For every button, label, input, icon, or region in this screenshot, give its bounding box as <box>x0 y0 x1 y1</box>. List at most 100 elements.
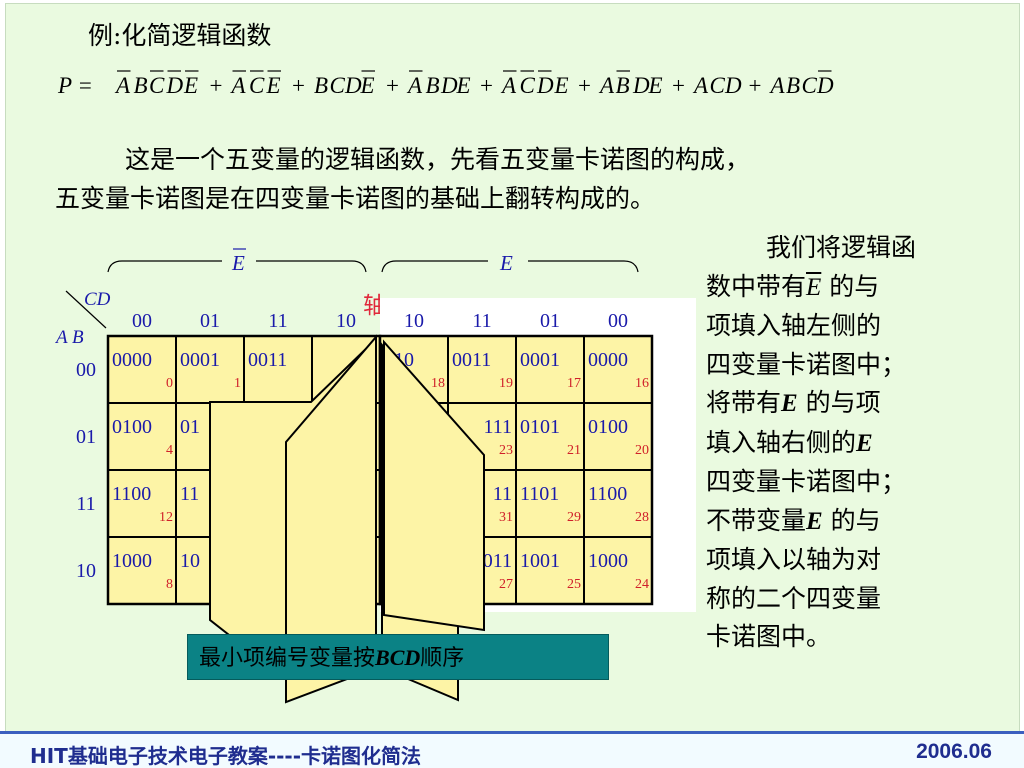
row-header: 11 <box>76 493 95 515</box>
cell-code: 1000 <box>112 550 152 572</box>
intro-line-2: 五变量卡诺图是在四变量卡诺图的基础上翻转构成的。 <box>55 184 656 213</box>
formula-variable: C <box>802 73 818 98</box>
cell-code: 1100 <box>588 483 627 505</box>
column-header: 10 <box>404 310 424 332</box>
cell-code: 0100 <box>112 416 152 438</box>
cell-index: 25 <box>567 577 581 592</box>
formula-variable: A <box>692 73 709 98</box>
formula-variable: C <box>330 73 346 98</box>
formula-variable: B <box>616 73 630 98</box>
explanation-line-6: 填入轴右侧的E <box>706 427 873 457</box>
explanation-line-3: 项填入轴左侧的 <box>706 311 882 340</box>
explanation-text: 我们将逻辑函 数中带有E 的与 项填入轴左侧的 四变量卡诺图中； 将带有E 的与… <box>706 229 968 657</box>
cell-code: 0000 <box>112 349 152 371</box>
formula-plus: + <box>672 73 685 98</box>
formula-plus: + <box>749 73 762 98</box>
formula-variable: E <box>266 73 281 98</box>
formula-variable: D <box>816 73 834 98</box>
formula-plus: + <box>210 73 223 98</box>
e-variable: E <box>781 390 798 417</box>
explanation-line-1: 我们将逻辑函 <box>766 233 917 262</box>
explanation-line-7: 四变量卡诺图中； <box>706 467 907 496</box>
formula-variable: A <box>230 73 247 98</box>
explanation-line-8: 不带变量E 的与 <box>706 505 881 535</box>
cell-index: 21 <box>567 443 581 458</box>
formula-variable: E <box>360 73 375 98</box>
corner-divider <box>65 290 107 329</box>
cell-index: 20 <box>635 443 649 458</box>
cell-code: 0101 <box>520 416 560 438</box>
ab-label: A B <box>54 327 84 348</box>
fold-illustration <box>209 334 485 704</box>
caption-text: 最小项编号变量按BCD顺序 <box>199 645 465 671</box>
cell-index: 0 <box>166 376 173 391</box>
cell-index: 18 <box>431 376 445 391</box>
cell-index: 24 <box>635 577 649 592</box>
cell-index: 16 <box>635 376 649 391</box>
explanation-line-4: 四变量卡诺图中； <box>706 349 907 379</box>
cell-index: 12 <box>159 510 173 525</box>
e-variable: E <box>856 429 873 457</box>
cell-code: 1000 <box>588 550 628 572</box>
cell-index: 8 <box>166 577 173 592</box>
formula-variable: A <box>598 73 615 98</box>
explanation-line-9: 项填入以轴为对 <box>706 545 882 574</box>
explanation-line-11: 卡诺图中。 <box>706 622 832 651</box>
column-header: 11 <box>268 310 287 332</box>
formula-variable: C <box>149 73 165 98</box>
footer-date: 2006.06 <box>916 740 992 763</box>
cell-code: 11 <box>493 483 512 505</box>
cell-code: 0001 <box>520 349 560 371</box>
cd-label: CD <box>84 289 111 310</box>
formula-variable: B <box>426 73 440 98</box>
e-label: E <box>499 251 513 275</box>
intro-line-1: 这是一个五变量的逻辑函数，先看五变量卡诺图的构成， <box>125 145 751 174</box>
e-brace <box>381 260 639 273</box>
e-bar-brace <box>107 260 367 273</box>
cell-code: 1100 <box>112 483 151 505</box>
formula-variable: D <box>166 73 184 98</box>
formula-variable: B <box>786 73 800 98</box>
formula-variable: C <box>710 73 726 98</box>
cell-code: 01 <box>180 416 200 438</box>
footer-divider <box>0 731 1024 734</box>
explanation-line-10: 称的二个四变量 <box>706 583 882 613</box>
cell-code: 011 <box>483 550 512 572</box>
formula-variable: D <box>724 73 742 98</box>
intro-text: 这是一个五变量的逻辑函数，先看五变量卡诺图的构成， 五变量卡诺图是在四变量卡诺图… <box>55 140 1005 218</box>
cell-code: 0011 <box>452 349 491 371</box>
cell-code: 1001 <box>520 550 560 572</box>
formula-variable: E <box>554 73 569 98</box>
cell-code: 1101 <box>520 483 559 505</box>
row-header: 10 <box>76 560 96 582</box>
e-bar-variable: E <box>806 273 822 301</box>
formula-lhs: P = <box>57 73 93 98</box>
column-header: 01 <box>200 310 220 332</box>
e-variable: E <box>806 507 823 535</box>
formula-variable: D <box>344 73 362 98</box>
cell-code: 0011 <box>248 349 287 371</box>
e-bar-label: E <box>231 251 245 275</box>
formula-variable: B <box>134 73 148 98</box>
explanation-line-2: 数中带有E 的与 <box>706 271 880 301</box>
cell-code: 0000 <box>588 349 628 371</box>
formula-variable: A <box>500 73 517 98</box>
cell-code: 11 <box>180 483 199 505</box>
formula-variable: A <box>406 73 423 98</box>
fold-page-right-back <box>383 339 485 632</box>
column-header: 10 <box>336 310 356 332</box>
cell-index: 29 <box>567 510 581 525</box>
formula-variable: C <box>249 73 265 98</box>
formula-variable: D <box>440 73 458 98</box>
row-header: 00 <box>76 359 96 381</box>
footer-course-title: HIT基础电子技术电子教案----卡诺图化简法 <box>30 744 422 768</box>
cell-index: 19 <box>499 376 513 391</box>
caption-box <box>187 634 609 680</box>
cell-index: 31 <box>499 510 513 525</box>
example-title: 例:化简逻辑函数 <box>88 21 272 50</box>
formula-variable: D <box>536 73 554 98</box>
